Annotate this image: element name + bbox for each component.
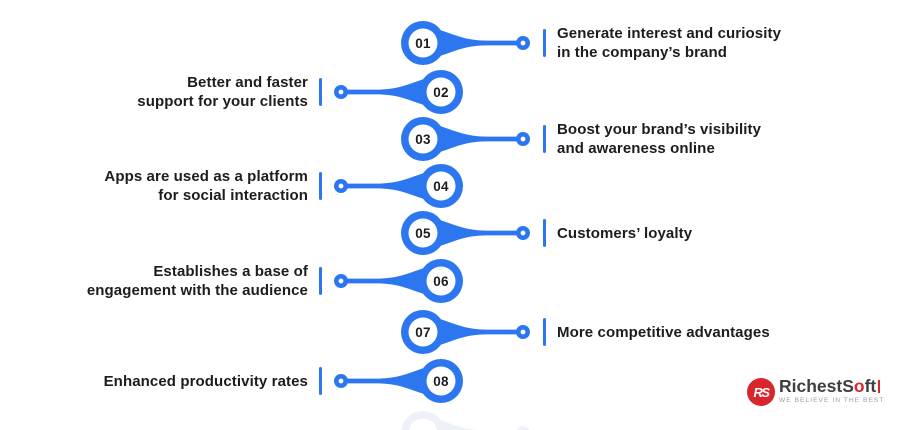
- step-row-07: 07 More competitive advantages: [0, 308, 900, 356]
- step-node-07: 07: [399, 308, 533, 356]
- separator-bar: [543, 125, 546, 153]
- step-label-line: Better and faster: [187, 74, 308, 91]
- logo-name-post: ft: [864, 376, 877, 396]
- step-label-line: More competitive advantages: [557, 323, 770, 341]
- step-row-03: 03 Boost your brand’s visibility and awa…: [0, 115, 900, 163]
- teardrop-connector-icon: [334, 70, 463, 114]
- step-label-line: Enhanced productivity rates: [103, 372, 308, 390]
- step-label: Establishes a base of engagement with th…: [87, 257, 308, 305]
- logo-tagline: WE BELIEVE IN THE BEST: [779, 397, 885, 404]
- step-number: 03: [415, 131, 431, 147]
- step-node-04: 04: [331, 162, 465, 210]
- teardrop-connector-icon: [401, 211, 530, 255]
- step-number: 02: [433, 84, 449, 100]
- logo-name-accent: o: [853, 376, 865, 396]
- step-label-line: Generate interest and curiosity: [557, 25, 782, 42]
- teardrop-connector-icon: [401, 117, 530, 161]
- separator-bar: [543, 318, 546, 346]
- step-label-line: Customers’ loyalty: [557, 224, 693, 242]
- step-node-08: 08: [331, 357, 465, 405]
- step-node-06: 06: [331, 257, 465, 305]
- step-node-02: 02: [331, 68, 465, 116]
- step-label-line: support for your clients: [137, 93, 308, 110]
- logo-caret: [878, 380, 881, 393]
- teardrop-connector-icon: [334, 359, 463, 403]
- logo-name-pre: RichestS: [779, 376, 854, 396]
- step-number: 08: [433, 373, 449, 389]
- step-number: 01: [415, 35, 431, 51]
- teardrop-connector-icon: [334, 164, 463, 208]
- separator-bar: [319, 78, 322, 106]
- step-row-08: 08 Enhanced productivity rates: [0, 357, 900, 405]
- step-row-04: 04 Apps are used as a platform for socia…: [0, 162, 900, 210]
- teardrop-connector-icon: [334, 259, 463, 303]
- step-label-line: engagement with the audience: [86, 282, 308, 299]
- step-label: Better and faster support for your clien…: [137, 68, 308, 116]
- step-label: Generate interest and curiosity in the c…: [557, 19, 781, 67]
- step-label-line: for social interaction: [158, 187, 308, 204]
- step-number: 05: [415, 225, 431, 241]
- step-label-line: and awareness online: [557, 140, 715, 157]
- step-number: 06: [433, 273, 449, 289]
- separator-bar: [319, 367, 322, 395]
- step-row-06: 06 Establishes a base of engagement with…: [0, 257, 900, 305]
- step-label: More competitive advantages: [557, 308, 770, 356]
- ghost-teardrop-icon: [401, 411, 530, 430]
- step-row-02: 02 Better and faster support for your cl…: [0, 68, 900, 116]
- step-label: Boost your brand’s visibility and awaren…: [557, 115, 761, 163]
- teardrop-connector-icon: [401, 21, 530, 65]
- step-label-line: in the company’s brand: [557, 44, 728, 61]
- step-number: 04: [433, 178, 449, 194]
- step-number: 07: [415, 324, 431, 340]
- step-node-03: 03: [399, 115, 533, 163]
- step-label-line: Boost your brand’s visibility: [557, 121, 762, 138]
- separator-bar: [319, 172, 322, 200]
- step-label-line: Establishes a base of: [153, 263, 308, 280]
- step-row-01: 01 Generate interest and curiosity in th…: [0, 19, 900, 67]
- step-label-line: Apps are used as a platform: [104, 168, 308, 185]
- step-label: Apps are used as a platform for social i…: [104, 162, 308, 210]
- step-node-01: 01: [399, 19, 533, 67]
- teardrop-connector-icon: [401, 310, 530, 354]
- logo-monogram-icon: RS: [747, 378, 775, 406]
- step-node-05: 05: [399, 209, 533, 257]
- step-label: Customers’ loyalty: [557, 209, 692, 257]
- step-label: Enhanced productivity rates: [104, 357, 308, 405]
- separator-bar: [319, 267, 322, 295]
- separator-bar: [543, 219, 546, 247]
- step-row-05: 05 Customers’ loyalty: [0, 209, 900, 257]
- separator-bar: [543, 29, 546, 57]
